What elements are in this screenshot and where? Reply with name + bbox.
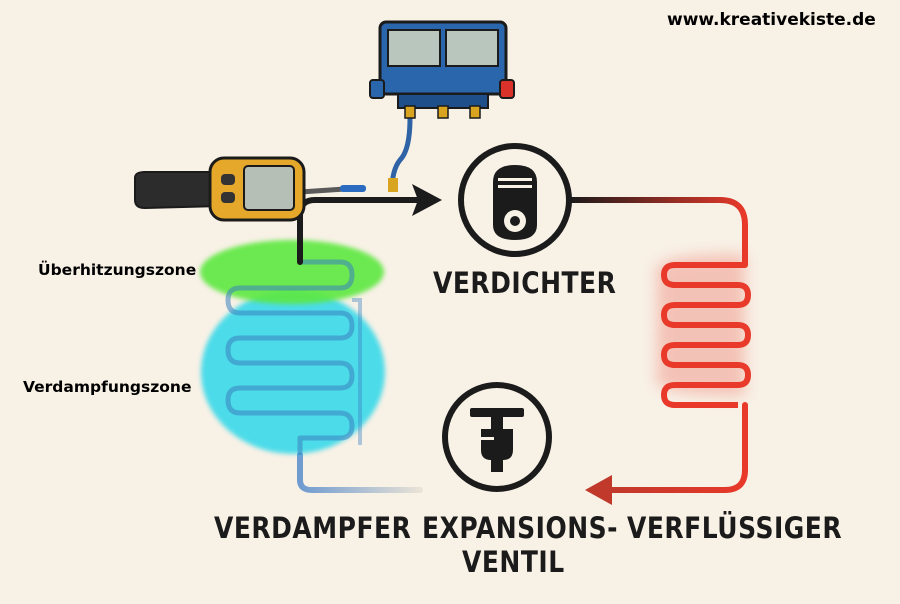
manifold-gauge-icon bbox=[369, 20, 515, 192]
expansion-valve-label-line1: EXPANSIONS- bbox=[422, 511, 619, 546]
evaporation-zone-label: Verdampfungszone bbox=[23, 378, 192, 396]
condenser-label: VERFLÜSSIGER bbox=[627, 511, 843, 546]
expansion-valve-label-line2: VENTIL bbox=[462, 545, 565, 580]
compressor-icon bbox=[458, 143, 572, 257]
superheat-zone-label: Überhitzungszone bbox=[38, 261, 197, 279]
expansion-valve-icon bbox=[442, 382, 552, 492]
hot-line-top bbox=[567, 197, 748, 268]
digital-thermometer-icon bbox=[134, 156, 366, 222]
cold-line-bottom bbox=[297, 452, 423, 493]
flow-arrow-icon bbox=[585, 475, 612, 505]
compressor-label: VERDICHTER bbox=[433, 266, 617, 301]
hot-line-return bbox=[607, 402, 748, 493]
flow-arrow-icon bbox=[412, 184, 442, 216]
evaporator-label: VERDAMPFER bbox=[214, 511, 412, 546]
evaporator-coil bbox=[225, 230, 362, 455]
website-url: www.kreativekiste.de bbox=[667, 10, 876, 30]
condenser-serpentine bbox=[661, 262, 751, 408]
condenser-coil bbox=[567, 197, 751, 505]
